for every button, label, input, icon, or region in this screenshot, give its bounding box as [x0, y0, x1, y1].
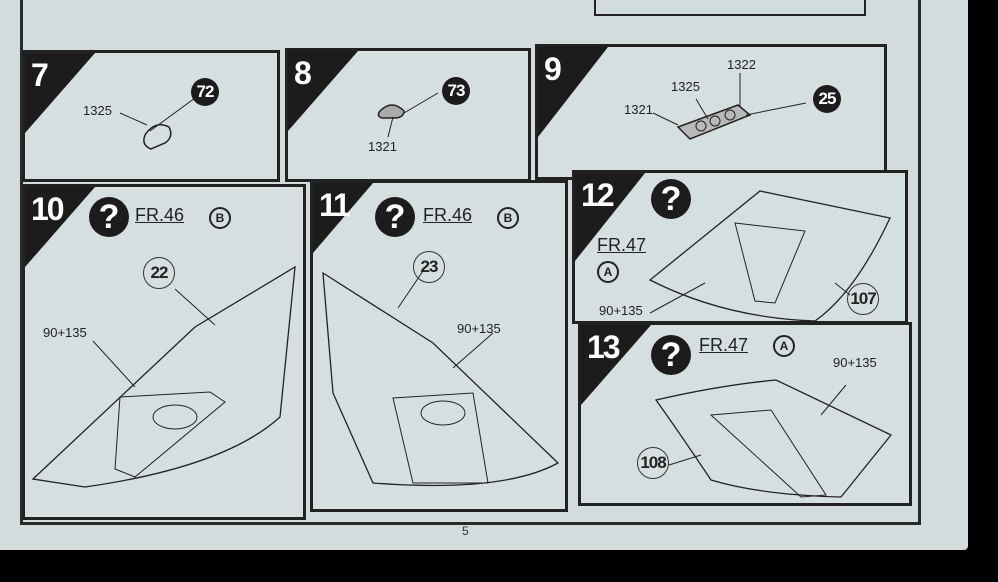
instruction-page: 7 72 1325 8 73 1321 9 1322 1325 1321 25 … [0, 0, 968, 550]
step-10-panel: 10 ? FR.46 B 22 90+135 [22, 184, 306, 520]
reference-link[interactable]: FR.46 [135, 205, 185, 225]
color-label: 1325 [671, 79, 700, 94]
canopy-part-drawing [119, 97, 196, 150]
previous-step-box [594, 0, 866, 16]
step-number: 11 [319, 187, 351, 223]
color-label: 1322 [727, 57, 756, 72]
step-number: 13 [587, 329, 621, 365]
part-callout: 73 [442, 77, 470, 105]
step-number: 10 [31, 191, 65, 227]
wing-drawing [322, 270, 560, 487]
color-label: 1321 [368, 139, 397, 154]
help-icon: ? [89, 197, 129, 237]
color-label: 1325 [83, 103, 112, 118]
option-badge: B [497, 207, 519, 229]
page-frame [20, 0, 921, 525]
part-callout: 108 [637, 447, 669, 479]
instrument-panel-drawing [652, 73, 807, 140]
step-number: 12 [581, 177, 615, 213]
color-label: 90+135 [43, 325, 87, 340]
step-12-panel: 12 ? FR.47 A 90+135 107 [572, 170, 908, 324]
wing-drawing [31, 265, 296, 488]
step-number: 9 [544, 51, 562, 87]
part-callout: 23 [413, 251, 445, 283]
color-label: 1321 [624, 102, 653, 117]
color-label: 90+135 [457, 321, 501, 336]
part-callout: 22 [143, 257, 175, 289]
wing-drawing [654, 379, 893, 498]
part-callout: 25 [813, 85, 841, 113]
help-icon: ? [651, 335, 691, 375]
option-badge: A [773, 335, 795, 357]
step-9-panel: 9 1322 1325 1321 25 [535, 44, 887, 180]
color-label: 90+135 [833, 355, 877, 370]
color-label: 90+135 [599, 303, 643, 318]
page-number: 5 [462, 524, 469, 538]
reference-link[interactable]: FR.46 [423, 205, 473, 225]
step-13-panel: 13 ? FR.47 A 90+135 108 [578, 322, 912, 506]
option-badge: A [597, 261, 619, 283]
wing-drawing [648, 190, 891, 321]
step-11-panel: 11 ? FR.46 B 23 90+135 [310, 180, 568, 512]
part-callout: 107 [847, 283, 879, 315]
help-icon: ? [375, 197, 415, 237]
step-number: 8 [294, 55, 312, 91]
step-8-panel: 8 73 1321 [285, 48, 531, 182]
step-7-panel: 7 72 1325 [22, 50, 280, 182]
step-number: 7 [31, 57, 49, 93]
part-drawing [377, 92, 439, 138]
part-callout: 72 [191, 78, 219, 106]
help-icon: ? [651, 179, 691, 219]
reference-link[interactable]: FR.47 [699, 335, 749, 355]
option-badge: B [209, 207, 231, 229]
reference-link[interactable]: FR.47 [597, 235, 647, 255]
